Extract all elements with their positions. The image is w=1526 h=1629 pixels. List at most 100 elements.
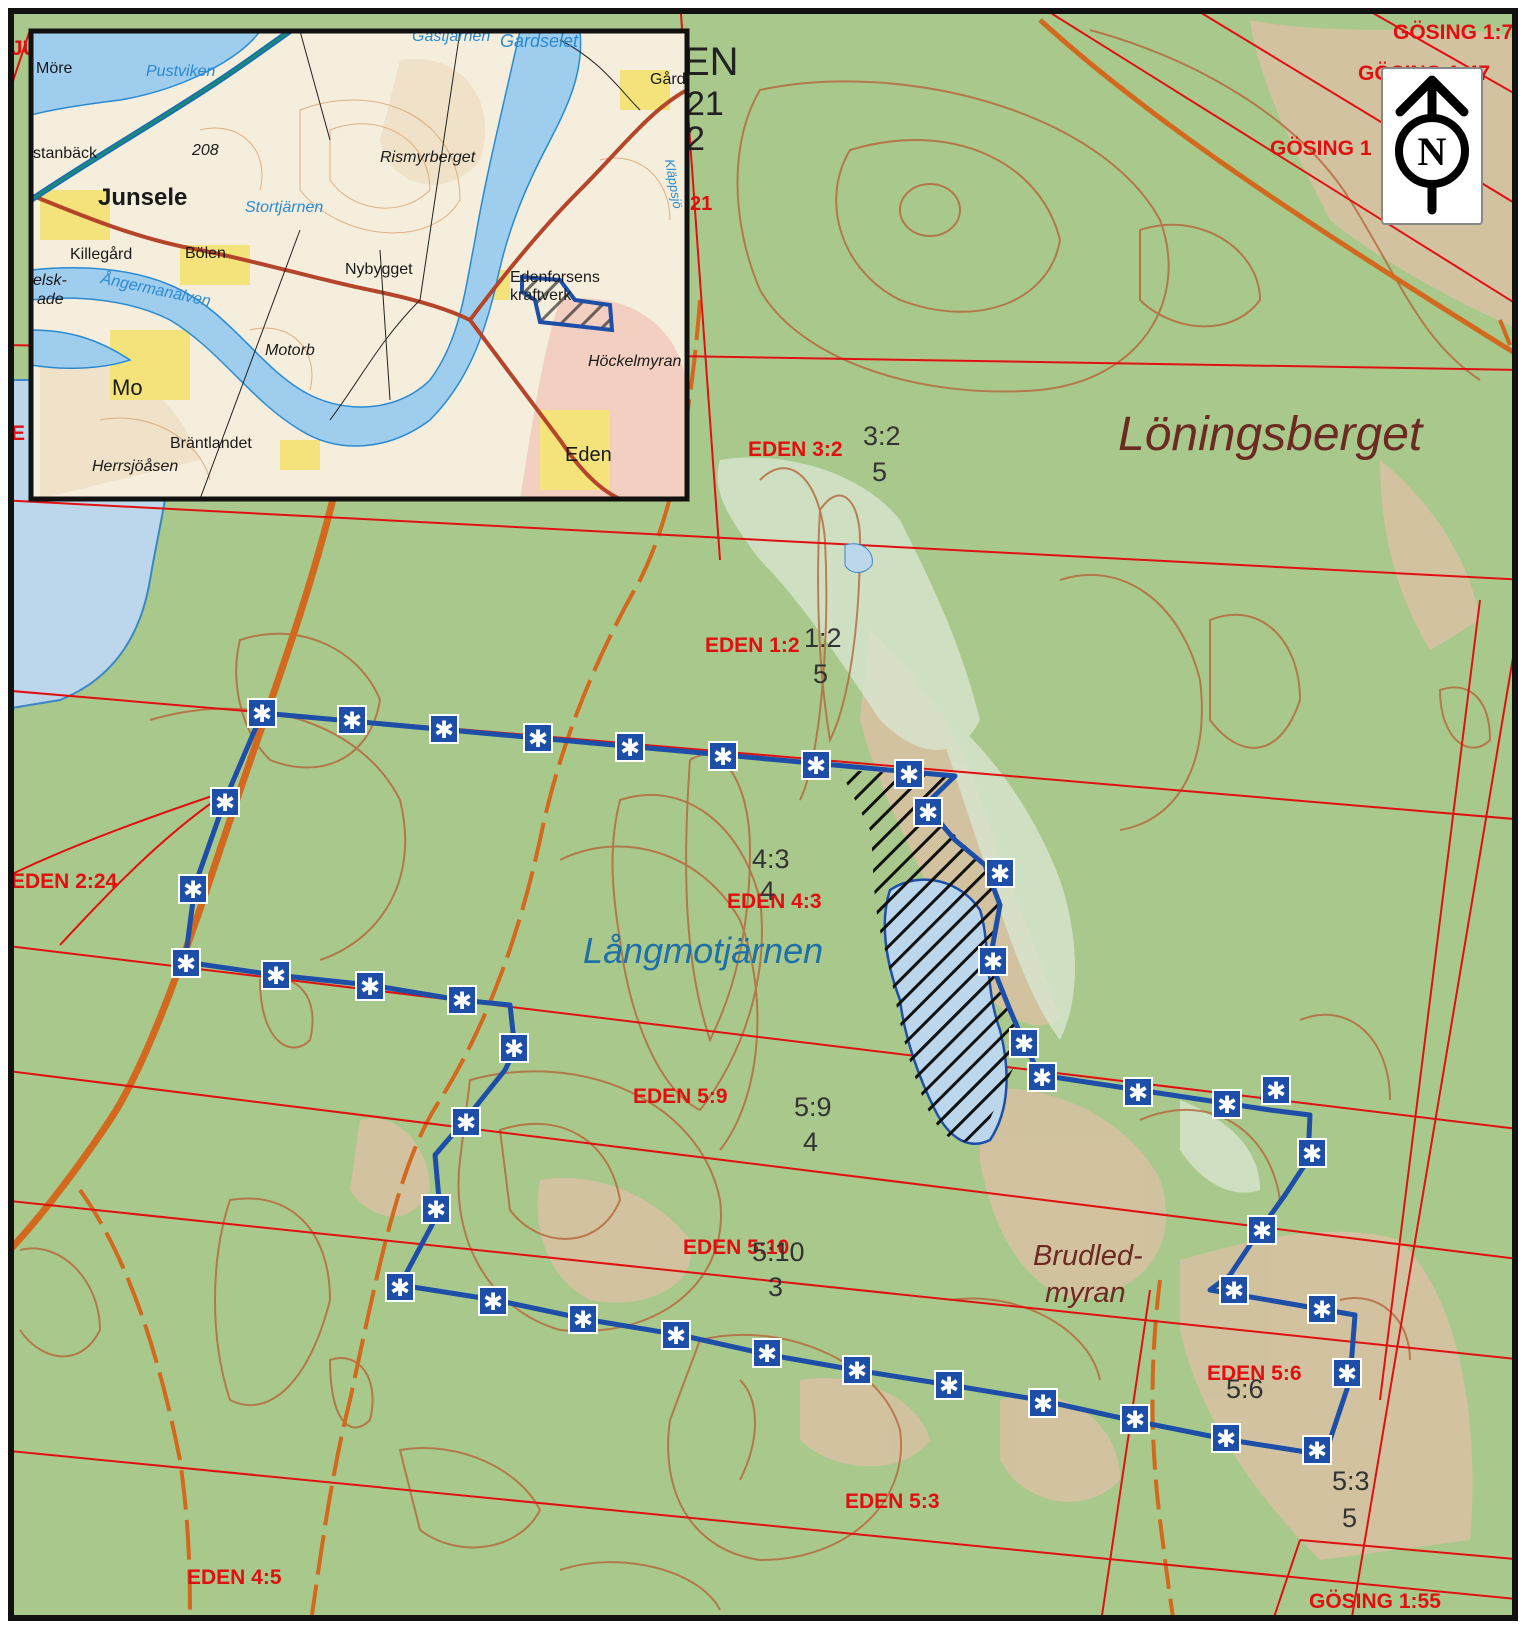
svg-text:✱: ✱ bbox=[266, 962, 286, 990]
forest-road-2 bbox=[78, 1188, 192, 1618]
boundary-marker-icon: ✱ bbox=[178, 874, 208, 904]
boundary-markers: ✱✱✱✱✱✱✱✱✱✱✱✱✱✱✱✱✱✱✱✱✱✱✱✱✱✱✱✱✱✱✱✱✱✱✱✱✱✱✱✱… bbox=[171, 698, 1362, 1465]
boundary-marker-icon: ✱ bbox=[894, 759, 924, 789]
svg-text:✱: ✱ bbox=[183, 876, 203, 904]
svg-text:✱: ✱ bbox=[666, 1322, 686, 1350]
inset-project-area bbox=[520, 274, 615, 333]
svg-text:✱: ✱ bbox=[456, 1109, 476, 1137]
map-frame bbox=[8, 8, 1518, 1621]
boundary-marker-icon: ✱ bbox=[842, 1355, 872, 1385]
road-northeast bbox=[1038, 18, 1515, 357]
boundary-marker-icon: ✱ bbox=[385, 1272, 415, 1302]
svg-text:✱: ✱ bbox=[452, 987, 472, 1015]
boundary-marker-icon: ✱ bbox=[447, 985, 477, 1015]
inset-label-more: Möre bbox=[36, 60, 73, 77]
label-eden-4-5: EDEN 4:5 bbox=[187, 1566, 282, 1589]
svg-text:✱: ✱ bbox=[504, 1035, 524, 1063]
svg-text:✱: ✱ bbox=[1014, 1030, 1034, 1058]
inset-label-bolen: Bölen bbox=[185, 245, 226, 262]
svg-text:✱: ✱ bbox=[483, 1288, 503, 1316]
svg-text:✱: ✱ bbox=[899, 761, 919, 789]
parcel-5-9-sub: 4 bbox=[803, 1127, 818, 1157]
inset-label-kraftverk: kraftverk bbox=[510, 287, 572, 304]
lake-small bbox=[844, 543, 873, 573]
property-labels: GÖSING 1:7 GÖSING 1:47 GÖSING 1 GÖSING 1… bbox=[11, 21, 1513, 1613]
label-eden-2-24: EDEN 2:24 bbox=[11, 870, 118, 893]
boundary-marker-icon: ✱ bbox=[1261, 1075, 1291, 1105]
north-arrow: N bbox=[1381, 67, 1483, 225]
parcel-5-6: 5:6 bbox=[1226, 1374, 1264, 1404]
place-loningsberget: Löningsberget bbox=[1118, 408, 1424, 461]
svg-text:✱: ✱ bbox=[1302, 1140, 1322, 1168]
label-e-partial: E bbox=[11, 422, 25, 445]
label-eden-3-2: EDEN 3:2 bbox=[748, 438, 843, 461]
label-gosing-1-7: GÖSING 1:7 bbox=[1393, 21, 1513, 44]
svg-text:✱: ✱ bbox=[1033, 1390, 1053, 1418]
boundary-marker-icon: ✱ bbox=[478, 1286, 508, 1316]
parcel-5-9: 5:9 bbox=[794, 1092, 832, 1122]
inset-label-killegard: Killegård bbox=[70, 245, 132, 263]
svg-text:✱: ✱ bbox=[918, 799, 938, 827]
svg-text:✱: ✱ bbox=[757, 1340, 777, 1368]
svg-text:✱: ✱ bbox=[620, 734, 640, 762]
parcel-5-10-sub: 3 bbox=[768, 1272, 783, 1302]
parcel-5-3-sub: 5 bbox=[1342, 1503, 1357, 1533]
svg-text:✱: ✱ bbox=[1224, 1277, 1244, 1305]
inset-label-herrsjoasen: Herrsjöåsen bbox=[92, 457, 178, 475]
boundary-marker-icon: ✱ bbox=[1297, 1138, 1327, 1168]
inset-label-208: 208 bbox=[191, 142, 219, 159]
svg-text:✱: ✱ bbox=[1216, 1425, 1236, 1453]
inset-label-gastjarnen: Gastjärnen bbox=[412, 28, 490, 45]
label-gosing-1-55: GÖSING 1:55 bbox=[1309, 1590, 1441, 1613]
inset-map[interactable]: Möre Pustviken Gastjärnen Gardselet Gård… bbox=[28, 28, 690, 502]
svg-text:✱: ✱ bbox=[434, 716, 454, 744]
inset-label-brantlandet: Bräntlandet bbox=[170, 435, 252, 452]
svg-text:✱: ✱ bbox=[176, 950, 196, 978]
forest-road-1 bbox=[309, 299, 702, 1618]
svg-text:✱: ✱ bbox=[426, 1196, 446, 1224]
inset-label-nybygget: Nybygget bbox=[345, 261, 413, 278]
label-red-21: 21 bbox=[690, 193, 712, 215]
boundary-marker-icon: ✱ bbox=[978, 946, 1008, 976]
boundary-marker-icon: ✱ bbox=[247, 698, 277, 728]
label-gosing-1: GÖSING 1 bbox=[1270, 137, 1372, 160]
north-label: N bbox=[1418, 129, 1447, 174]
boundary-marker-icon: ✱ bbox=[355, 971, 385, 1001]
boundary-marker-icon: ✱ bbox=[1027, 1062, 1057, 1092]
svg-text:✱: ✱ bbox=[1307, 1437, 1327, 1465]
svg-text:✱: ✱ bbox=[1217, 1091, 1237, 1119]
svg-text:✱: ✱ bbox=[1252, 1217, 1272, 1245]
svg-text:✱: ✱ bbox=[713, 743, 733, 771]
svg-text:✱: ✱ bbox=[252, 700, 272, 728]
place-langmotjarnen: Långmotjärnen bbox=[583, 930, 823, 971]
svg-text:✱: ✱ bbox=[847, 1357, 867, 1385]
parcel-3-2-sub: 5 bbox=[872, 457, 887, 487]
boundary-marker-icon: ✱ bbox=[752, 1338, 782, 1368]
inset-label-eden: Eden bbox=[565, 444, 612, 466]
inset-label-pustviken: Pustviken bbox=[146, 63, 215, 80]
boundary-marker-icon: ✱ bbox=[1307, 1294, 1337, 1324]
svg-text:✱: ✱ bbox=[573, 1306, 593, 1334]
inset-lake-north bbox=[31, 31, 261, 116]
boundary-marker-icon: ✱ bbox=[499, 1033, 529, 1063]
boundary-marker-icon: ✱ bbox=[1211, 1423, 1241, 1453]
boundary-marker-icon: ✱ bbox=[708, 741, 738, 771]
boundary-marker-icon: ✱ bbox=[1302, 1435, 1332, 1465]
boundary-marker-icon: ✱ bbox=[1212, 1089, 1242, 1119]
label-eden-5-9: EDEN 5:9 bbox=[633, 1085, 728, 1108]
svg-text:✱: ✱ bbox=[1125, 1406, 1145, 1434]
boundary-marker-icon: ✱ bbox=[451, 1107, 481, 1137]
place-brudled-line2: myran bbox=[1045, 1277, 1126, 1309]
parcel-3-2: 3:2 bbox=[863, 421, 901, 451]
boundary-marker-icon: ✱ bbox=[934, 1370, 964, 1400]
parcel-1-2: 1:2 bbox=[804, 623, 842, 653]
parcel-1-2-sub: 5 bbox=[813, 659, 828, 689]
boundary-marker-icon: ✱ bbox=[661, 1320, 691, 1350]
contour-lines bbox=[19, 29, 1492, 1611]
inset-label-gardselet: Gardselet bbox=[500, 31, 579, 51]
boundary-marker-icon: ✱ bbox=[1009, 1028, 1039, 1058]
inset-label-stortjarnen: Stortjärnen bbox=[245, 199, 323, 216]
label-eden-partial-2: 2 bbox=[686, 120, 705, 158]
